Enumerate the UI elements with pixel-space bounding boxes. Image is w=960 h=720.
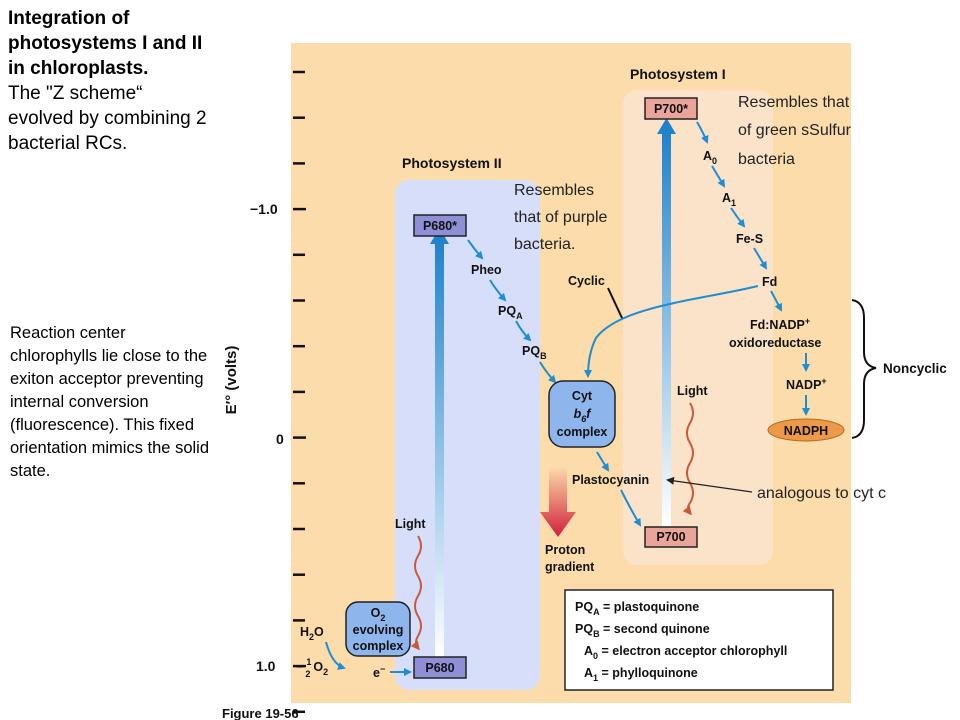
cytc-annotation: analogous to cyt c [757, 485, 886, 502]
cyt-label-2: b6f [574, 407, 593, 424]
h2o-label: H2O [300, 625, 324, 642]
photosystem-1-title: Photosystem I [630, 66, 726, 82]
o2-evolving-complex [345, 601, 411, 657]
ps1-excitation-arrowhead [657, 118, 676, 134]
proton-label-2: gradient [545, 560, 595, 574]
noncyclic-label: Noncyclic [883, 361, 947, 376]
electron-label: e− [373, 664, 385, 680]
p700-star-label: P700* [654, 102, 688, 116]
fnr-label-1: Fd:NADP+ [750, 316, 810, 332]
pheo-label: Pheo [471, 263, 502, 277]
ps1-light-arrow [682, 402, 694, 516]
cyt-b6f-complex [548, 380, 616, 448]
tick-label-1: 1.0 [256, 658, 276, 674]
purple-annotation-1: Resembles [514, 182, 594, 199]
photosystem-2-box [395, 180, 540, 690]
cyt-label-3: complex [557, 425, 608, 439]
legend-entry: PQA = plastoquinone [575, 600, 699, 617]
proton-gradient-arrow [540, 467, 576, 537]
a1-label: A1 [722, 191, 736, 208]
axis-label: E′° (volts) [223, 346, 240, 415]
o2-label-1: O2 [371, 606, 386, 623]
legend-box [564, 589, 834, 691]
heading-normal: The "Z scheme“ evolved by combining 2 ba… [8, 83, 207, 154]
tick-label-0: 0 [276, 431, 284, 447]
p680-star-label: P680* [423, 219, 457, 233]
fnr-label-2: oxidoreductase [729, 336, 821, 350]
arrow-p680star-pheo [467, 239, 484, 260]
ps1-electron-chain-arrows [696, 121, 810, 416]
nadp-label: NADP+ [786, 376, 827, 392]
axis-ticks [293, 70, 306, 714]
legend-entry: A0 = electron acceptor chlorophyll [584, 644, 787, 661]
p680-star-node [413, 214, 467, 237]
photosystem-2-title: Photosystem II [402, 155, 502, 171]
arrow-a1-fes [730, 207, 746, 228]
arrow-plastocyanin-p700 [620, 489, 642, 527]
p700-label: P700 [656, 530, 685, 544]
p680-node [413, 656, 467, 679]
p680-label: P680 [425, 661, 454, 675]
ps2-excitation-arrow [435, 240, 444, 658]
arrow-cyt-plastocyanin [596, 451, 610, 472]
nadph-node [767, 418, 845, 442]
photosystem-1-box [623, 90, 773, 565]
a0-label: A0 [703, 149, 717, 166]
legend-entry: A1 = phylloquinone [584, 666, 698, 683]
cyclic-label: Cyclic [568, 274, 605, 288]
fd-label: Fd [762, 275, 777, 289]
nadph-label: NADPH [784, 424, 828, 438]
arrow-pqa-pqb [515, 320, 532, 342]
purple-annotation-3: bacteria. [514, 236, 575, 253]
fes-label: Fe-S [736, 232, 763, 246]
arrow-fes-fd [753, 247, 768, 270]
figure-heading: Integration of photosystems I and II in … [8, 6, 213, 156]
pqa-label: PQA [498, 304, 523, 321]
cyclic-flow-arrow [584, 285, 759, 378]
p700-node [644, 526, 698, 548]
cytc-pointer-arrow [666, 476, 753, 493]
ps2-electron-chain-arrows [467, 239, 557, 384]
ps1-light-label: Light [677, 384, 708, 398]
green-annotation-2: of green sSulfur [738, 122, 852, 139]
arrow-fd-fnr [770, 290, 782, 312]
green-annotation-3: bacteria [738, 151, 795, 168]
arrow-pqb-cyt [539, 361, 557, 384]
tick-label-neg1: −1.0 [250, 201, 278, 217]
legend-entry: PQB = second quinone [575, 622, 710, 639]
pqb-label: PQB [522, 344, 547, 361]
arrow-pheo-pqa [489, 279, 507, 302]
cyt-label-1: Cyt [572, 389, 593, 403]
green-annotation-1: Resembles that [738, 94, 850, 111]
cyclic-pointer-line [607, 287, 623, 319]
arrow-p700star-a0 [696, 121, 709, 144]
heading-bold: Integration of photosystems I and II in … [8, 8, 203, 79]
ps2-light-arrow [410, 535, 422, 651]
o2-label-2: evolving [353, 623, 404, 637]
plastocyanin-label: Plastocyanin [572, 473, 649, 487]
ps2-light-label: Light [395, 517, 426, 531]
figure-label: Figure 19-56 [222, 706, 299, 720]
proton-label-1: Proton [545, 543, 585, 557]
side-note: Reaction center chlorophylls lie close t… [10, 324, 209, 480]
o2-label-3: complex [353, 639, 404, 653]
ps1-excitation-arrow [662, 130, 671, 526]
purple-annotation-2: that of purple [514, 209, 608, 226]
arrow-a0-a1 [711, 165, 726, 188]
p700-star-node [644, 97, 698, 120]
water-split-arrow [325, 641, 346, 670]
noncyclic-brace [851, 299, 877, 439]
plastocyanin-arrows [596, 451, 642, 527]
